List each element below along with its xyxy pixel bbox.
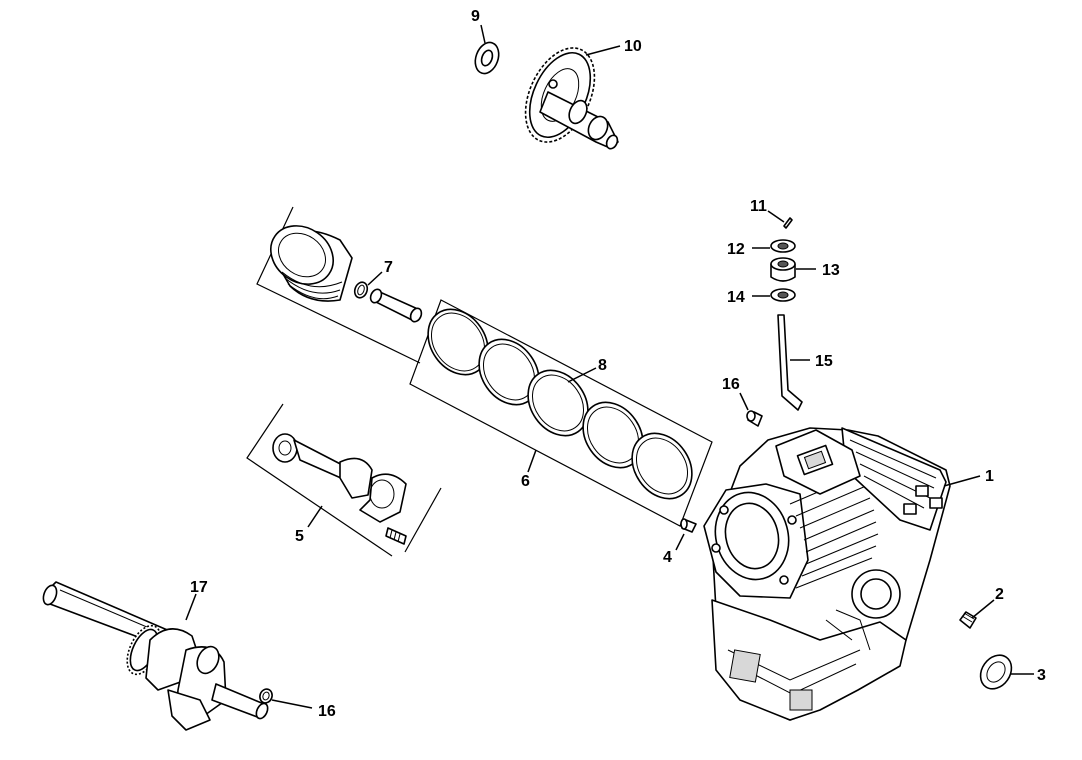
part-7-retaining-ring xyxy=(353,281,369,299)
part-16-plug-upper xyxy=(746,410,763,427)
callout-labels: 9 10 11 12 13 14 15 7 8 16 6 1 5 4 17 2 … xyxy=(190,8,1046,720)
part-3-oil-seal xyxy=(979,654,1013,690)
callout-9: 9 xyxy=(471,8,480,25)
callout-14: 14 xyxy=(727,289,745,306)
callout-5: 5 xyxy=(295,528,304,545)
part-13-spacer xyxy=(770,257,796,282)
part-17-crankshaft xyxy=(42,581,269,731)
callout-3: 3 xyxy=(1037,667,1046,684)
callout-7: 7 xyxy=(384,259,393,276)
callout-6: 6 xyxy=(521,473,530,490)
callout-16-upper: 16 xyxy=(722,376,740,393)
part-11-clip xyxy=(783,217,793,229)
piston-pin xyxy=(369,288,423,323)
part-10-camshaft-gear xyxy=(524,47,619,150)
piston xyxy=(270,225,353,302)
leader-lines xyxy=(185,24,1034,709)
callout-11: 11 xyxy=(750,198,767,215)
part-4-dowel xyxy=(680,518,697,533)
part-16-ring-lower xyxy=(259,688,273,704)
callout-16-lower: 16 xyxy=(318,703,336,720)
part-9-washer xyxy=(474,41,500,75)
part-12-grommet xyxy=(770,239,796,253)
part-8-piston-rings xyxy=(427,308,693,500)
callout-8: 8 xyxy=(598,357,607,374)
callout-1: 1 xyxy=(985,468,994,485)
callout-4: 4 xyxy=(663,549,672,566)
part-14-grommet xyxy=(770,288,796,302)
part-5-connecting-rod xyxy=(272,433,407,545)
part-15-breather-tube xyxy=(777,314,803,411)
callout-15: 15 xyxy=(815,353,833,370)
connecting-rod-frame xyxy=(246,403,442,557)
callout-17: 17 xyxy=(190,579,208,596)
part-1-crankcase xyxy=(703,427,951,721)
callout-10: 10 xyxy=(624,38,642,55)
callout-13: 13 xyxy=(822,262,840,279)
ring-set-frame xyxy=(409,299,713,527)
part-2-plug xyxy=(959,611,977,629)
callout-12: 12 xyxy=(727,241,745,258)
callout-2: 2 xyxy=(995,586,1004,603)
